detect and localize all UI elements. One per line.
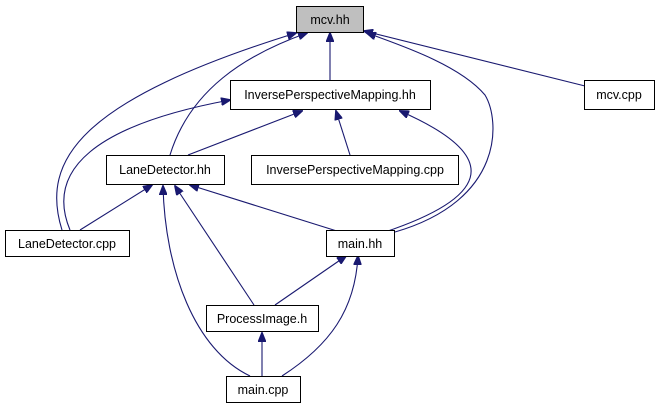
edge-main-cpp-to-main-hh [281,256,358,377]
edge-lanedetector-hh-to-mcv-hh [169,33,307,156]
node-processimage-h[interactable]: ProcessImage.h [206,305,319,332]
edge-main-hh-to-lanedetector-hh [190,185,341,233]
node-label: main.cpp [238,383,289,397]
node-mcv-hh[interactable]: mcv.hh [296,6,364,33]
node-box [5,230,130,257]
edge-processimage-h-to-lanedetector-hh [175,186,255,306]
edge-lanedetector-cpp-to-ipm-hh [63,100,230,231]
node-label: mcv.hh [310,13,349,27]
node-lanedetector-hh[interactable]: LaneDetector.hh [106,155,225,185]
edge-lanedetector-cpp-to-mcv-hh [56,33,296,231]
node-label: mcv.cpp [596,88,642,102]
node-main-cpp[interactable]: main.cpp [226,376,301,403]
edge-mcv-cpp-to-mcv-hh [364,31,586,87]
edge-main-cpp-to-lanedetector-hh [163,186,251,377]
node-box [206,305,319,332]
node-box [584,80,655,110]
node-label: LaneDetector.hh [119,163,211,177]
node-label: LaneDetector.cpp [18,237,116,251]
node-box [226,376,301,403]
node-inverse-perspective-mapping-cpp[interactable]: InversePerspectiveMapping.cpp [251,155,459,185]
edge-lanedetector-hh-to-ipm-hh [187,111,302,156]
node-box [230,80,431,110]
edge-ipm-cpp-to-ipm-hh [336,111,351,156]
node-box [251,155,459,185]
node-main-hh[interactable]: main.hh [326,230,395,257]
edge-processimage-h-to-main-hh [274,256,346,306]
edge-lanedetector-cpp-to-lanedetector-hh [79,185,152,231]
node-inverse-perspective-mapping-hh[interactable]: InversePerspectiveMapping.hh [230,80,431,110]
node-box [106,155,225,185]
node-label: main.hh [338,237,383,251]
node-lanedetector-cpp[interactable]: LaneDetector.cpp [5,230,130,257]
node-box [296,6,364,33]
edge-main-hh-to-ipm-hh [384,111,472,233]
node-mcv-cpp[interactable]: mcv.cpp [584,80,655,110]
node-label: InversePerspectiveMapping.cpp [266,163,444,177]
node-box [326,230,395,257]
edge-main-hh-to-mcv-hh [367,33,494,233]
node-label: InversePerspectiveMapping.hh [244,88,416,102]
dependency-edges [56,31,586,377]
node-label: ProcessImage.h [217,312,307,326]
file-nodes: mcv.hh InversePerspectiveMapping.hh mcv.… [5,6,655,403]
